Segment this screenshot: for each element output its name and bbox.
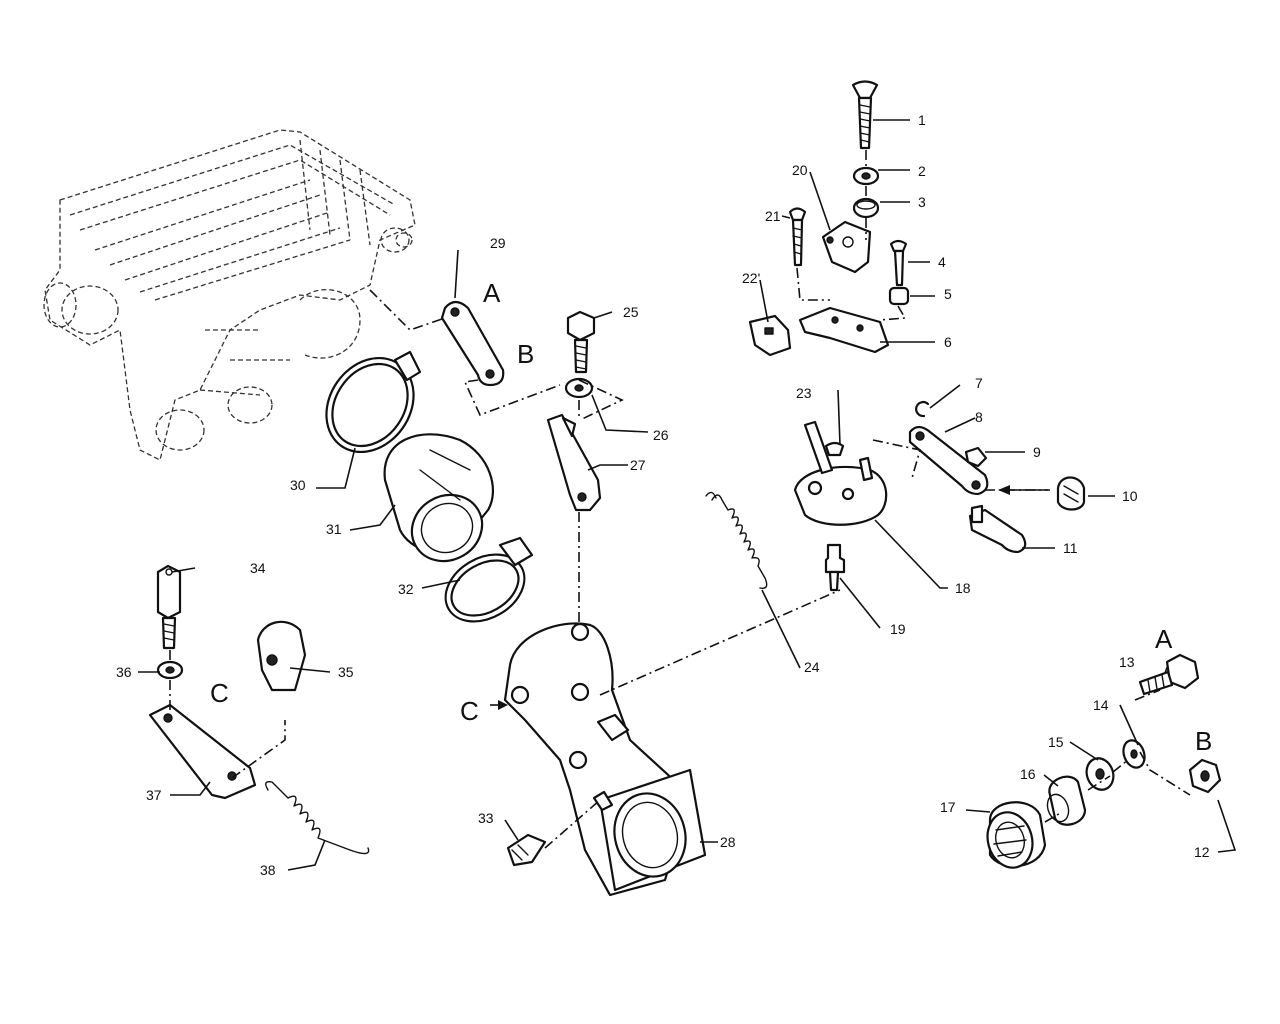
ref-letter-c-plate: C bbox=[210, 678, 229, 708]
label-part-29: 29 bbox=[490, 235, 506, 251]
part-36-washer bbox=[156, 660, 184, 680]
part-31-hose-sleeve bbox=[383, 433, 495, 563]
label-part-1: 1 bbox=[918, 112, 926, 128]
engine-intake-manifold-ghost bbox=[43, 129, 416, 461]
label-part-9: 9 bbox=[1033, 444, 1041, 460]
label-part-13: 13 bbox=[1119, 654, 1135, 670]
label-part-31: 31 bbox=[326, 521, 342, 537]
part-25-bolt bbox=[566, 310, 596, 374]
part-10-bushing bbox=[1056, 476, 1086, 511]
part-3-nut bbox=[852, 197, 880, 219]
part-number-labels: 1 2 3 4 5 6 7 8 9 10 11 12 13 14 15 16 1… bbox=[116, 112, 1210, 878]
label-part-28: 28 bbox=[720, 834, 736, 850]
part-37-plate bbox=[148, 703, 257, 800]
part-32-clamp bbox=[444, 536, 534, 623]
label-part-8: 8 bbox=[975, 409, 983, 425]
label-part-21: 21 bbox=[765, 208, 781, 224]
part-27-lever bbox=[546, 413, 602, 512]
label-part-12: 12 bbox=[1194, 844, 1210, 860]
reference-arrows bbox=[490, 485, 1048, 710]
label-part-25: 25 bbox=[623, 304, 639, 320]
part-8-arm bbox=[908, 425, 989, 496]
part-35-cam bbox=[256, 620, 307, 692]
reference-letters: A B C C A B bbox=[210, 278, 1212, 756]
label-part-22: 22' bbox=[742, 270, 760, 286]
label-part-37: 37 bbox=[146, 787, 162, 803]
label-part-33: 33 bbox=[478, 810, 494, 826]
label-part-3: 3 bbox=[918, 194, 926, 210]
label-part-17: 17 bbox=[940, 799, 956, 815]
label-part-20: 20 bbox=[792, 162, 808, 178]
part-21-bolt bbox=[788, 207, 807, 267]
ref-letter-a-link: A bbox=[483, 278, 501, 308]
part-9-clip bbox=[964, 446, 988, 468]
leader-lines bbox=[138, 119, 1237, 871]
part-18-throttle-switch bbox=[793, 420, 888, 526]
ref-letter-a-bolt: A bbox=[1155, 624, 1173, 654]
label-part-11: 11 bbox=[1063, 540, 1078, 556]
part-20-bracket bbox=[821, 220, 872, 274]
part-22-clip bbox=[748, 314, 792, 357]
label-part-23: 23 bbox=[796, 385, 812, 401]
label-part-35: 35 bbox=[338, 664, 354, 680]
ref-letter-c-body: C bbox=[460, 696, 479, 726]
part-12-nut bbox=[1188, 758, 1222, 794]
part-14-washer bbox=[1122, 739, 1146, 769]
part-34-standoff bbox=[156, 564, 182, 650]
part-6-plate bbox=[798, 306, 890, 354]
part-24-spring bbox=[705, 491, 768, 589]
part-2-washer bbox=[852, 166, 880, 186]
part-23-screw bbox=[824, 441, 845, 457]
part-19-stud bbox=[824, 543, 846, 592]
label-part-30: 30 bbox=[290, 477, 306, 493]
label-part-26: 26 bbox=[653, 427, 669, 443]
label-part-10: 10 bbox=[1122, 488, 1138, 504]
label-part-34: 34 bbox=[250, 560, 266, 576]
part-17-grommet bbox=[986, 801, 1047, 869]
label-part-5: 5 bbox=[944, 286, 952, 302]
part-28-throttle-body bbox=[503, 622, 707, 897]
label-part-27: 27 bbox=[630, 457, 646, 473]
part-38-spring bbox=[265, 780, 370, 855]
label-part-6: 6 bbox=[944, 334, 952, 350]
label-part-16: 16 bbox=[1020, 766, 1036, 782]
part-1-bolt bbox=[851, 80, 879, 150]
part-30-clamp bbox=[325, 350, 422, 454]
part-13-bolt bbox=[1138, 653, 1200, 696]
part-29-link bbox=[440, 300, 505, 387]
part-16-bushing bbox=[1046, 775, 1087, 826]
label-part-4: 4 bbox=[938, 254, 946, 270]
label-part-24: 24 bbox=[804, 659, 820, 675]
label-part-32: 32 bbox=[398, 581, 414, 597]
part-5-spacer bbox=[888, 286, 910, 306]
ref-letter-b-link: B bbox=[517, 339, 534, 369]
part-7-clip bbox=[915, 401, 930, 418]
label-part-14: 14 bbox=[1093, 697, 1109, 713]
label-part-18: 18 bbox=[955, 580, 971, 596]
part-4-screw bbox=[889, 239, 908, 287]
label-part-7: 7 bbox=[975, 375, 983, 391]
label-part-19: 19 bbox=[890, 621, 906, 637]
part-26-washer bbox=[564, 377, 594, 399]
part-15-washer bbox=[1085, 757, 1115, 791]
assembly-lines bbox=[169, 150, 1191, 849]
part-11-lever bbox=[968, 504, 1027, 554]
label-part-36: 36 bbox=[116, 664, 132, 680]
label-part-15: 15 bbox=[1048, 734, 1064, 750]
part-33-plug bbox=[506, 833, 547, 867]
ref-letter-b-nut: B bbox=[1195, 726, 1212, 756]
label-part-2: 2 bbox=[918, 163, 926, 179]
label-part-38: 38 bbox=[260, 862, 276, 878]
